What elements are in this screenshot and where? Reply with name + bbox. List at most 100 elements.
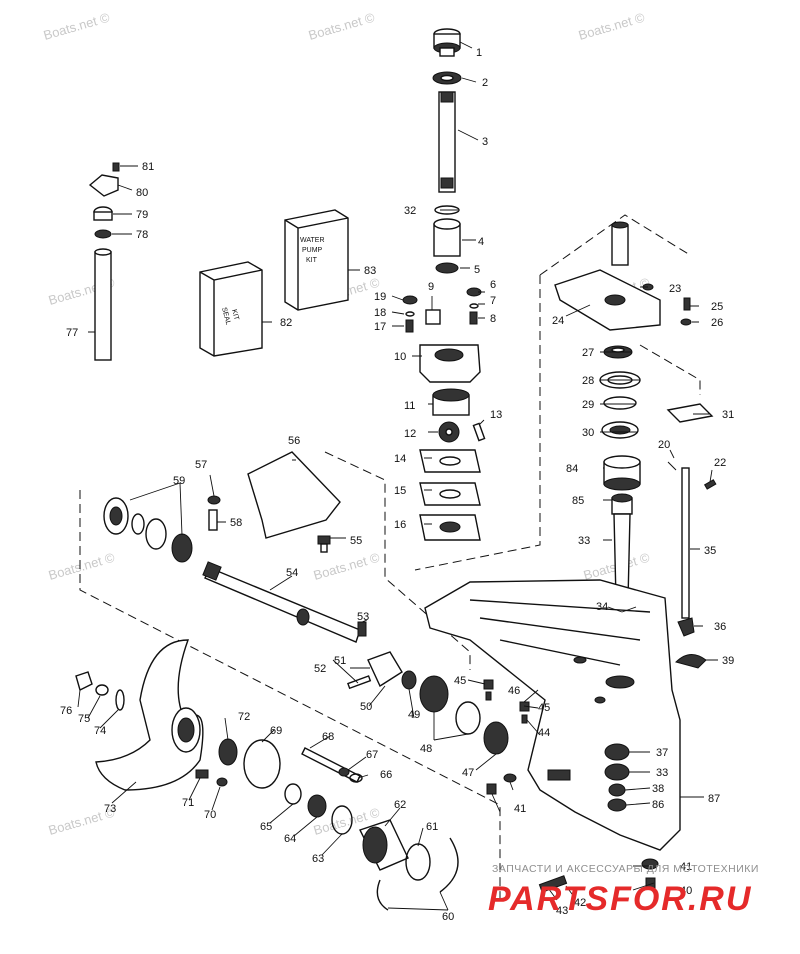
label-part-28: 28	[582, 375, 594, 387]
label-part-65: 65	[260, 821, 272, 833]
label-part-11: 11	[404, 400, 415, 412]
label-part-72: 72	[238, 711, 250, 723]
water-pump-stack	[402, 28, 486, 541]
label-part-25: 25	[711, 301, 723, 313]
label-part-74: 74	[94, 725, 106, 737]
label-part-27: 27	[582, 347, 594, 359]
watermark: Boats.net ©	[577, 10, 647, 43]
label-part-87: 87	[708, 793, 720, 805]
label-part-64: 64	[284, 833, 296, 845]
label-part-56: 56	[288, 435, 300, 447]
label-part-62: 62	[394, 799, 406, 811]
prop-shaft-group	[103, 451, 659, 893]
label-part-70: 70	[204, 809, 216, 821]
label-part-37: 37	[656, 747, 668, 759]
label-part-15: 15	[394, 485, 406, 497]
label-part-79: 79	[136, 209, 148, 221]
label-part-86: 86	[652, 799, 664, 811]
label-part-31: 31	[722, 409, 734, 421]
label-part-67: 67	[366, 749, 378, 761]
seal-kit-line1: SEAL	[220, 307, 231, 326]
label-part-45-right: 45	[538, 702, 550, 714]
label-part-12: 12	[404, 428, 416, 440]
watermark: Boats.net ©	[312, 550, 382, 583]
label-part-77: 77	[66, 327, 78, 339]
label-part-3: 3	[482, 136, 488, 148]
label-part-71: 71	[182, 797, 194, 809]
label-part-20: 20	[658, 439, 670, 451]
label-part-43: 43	[556, 905, 568, 917]
label-part-38: 38	[652, 783, 664, 795]
label-part-22: 22	[714, 457, 726, 469]
branding-subtitle: ЗАПЧАСТИ И АКСЕССУАРЫ ДЛЯ МОТОТЕХНИКИ	[492, 863, 759, 875]
label-part-23: 23	[669, 283, 681, 295]
label-part-30: 30	[582, 427, 594, 439]
shift-shaft-group	[88, 162, 120, 361]
branding-logo: PARTSFOR.RU	[488, 880, 752, 918]
label-part-33-shaft: 33	[578, 535, 590, 547]
seal-kit-box: SEAL KIT	[199, 261, 263, 357]
part-labels: 1 2 3 4 5 6 7 8 9 10 11 12 13 14 15 16 1…	[60, 47, 734, 923]
seal-kit-line2: KIT	[230, 309, 240, 322]
label-part-82: 82	[280, 317, 292, 329]
label-part-76: 76	[60, 705, 72, 717]
label-part-13: 13	[490, 409, 502, 421]
label-part-59: 59	[173, 475, 185, 487]
label-part-75: 75	[78, 713, 90, 725]
label-part-29: 29	[582, 399, 594, 411]
label-part-61: 61	[426, 821, 438, 833]
label-part-36: 36	[714, 621, 726, 633]
water-pump-kit-line1: WATER	[300, 237, 325, 244]
label-part-24: 24	[552, 315, 564, 327]
label-part-66: 66	[380, 769, 392, 781]
label-part-5: 5	[474, 264, 480, 276]
label-part-63: 63	[312, 853, 324, 865]
label-part-10: 10	[394, 351, 406, 363]
label-part-8: 8	[490, 313, 496, 325]
label-part-1: 1	[476, 47, 482, 59]
water-pump-kit-line3: KIT	[306, 257, 318, 264]
label-part-55: 55	[350, 535, 362, 547]
label-part-41-lower: 41	[680, 861, 692, 873]
label-part-78: 78	[136, 229, 148, 241]
label-part-84: 84	[566, 463, 578, 475]
label-part-9: 9	[428, 281, 434, 293]
label-part-7: 7	[490, 295, 496, 307]
label-part-83: 83	[364, 265, 376, 277]
label-part-52: 52	[314, 663, 326, 675]
watermark: Boats.net ©	[307, 10, 377, 43]
propeller-group	[75, 639, 459, 911]
label-part-57: 57	[195, 459, 207, 471]
water-pump-kit-line2: PUMP	[302, 247, 323, 254]
label-part-51: 51	[334, 655, 346, 667]
label-part-48: 48	[420, 743, 432, 755]
label-part-73: 73	[104, 803, 116, 815]
label-part-85: 85	[572, 495, 584, 507]
label-part-34: 34	[596, 601, 608, 613]
label-part-47: 47	[462, 767, 474, 779]
label-part-6: 6	[490, 279, 496, 291]
label-part-40-lower: 40	[680, 885, 692, 897]
label-part-81: 81	[142, 161, 154, 173]
label-part-58: 58	[230, 517, 242, 529]
label-part-49: 49	[408, 709, 420, 721]
label-part-35: 35	[704, 545, 716, 557]
label-part-2: 2	[482, 77, 488, 89]
label-part-42: 42	[574, 897, 586, 909]
label-part-45-left: 45	[454, 675, 466, 687]
label-part-39: 39	[722, 655, 734, 667]
leader-lines	[77, 41, 718, 911]
label-part-46: 46	[508, 685, 520, 697]
label-part-26: 26	[711, 317, 723, 329]
label-part-53: 53	[357, 611, 369, 623]
label-part-14: 14	[394, 453, 406, 465]
label-part-16: 16	[394, 519, 406, 531]
watermark: Boats.net ©	[42, 10, 112, 43]
partsfor-branding: ЗАПЧАСТИ И АКСЕССУАРЫ ДЛЯ МОТОТЕХНИКИ PA…	[488, 863, 759, 918]
label-part-32: 32	[404, 205, 416, 217]
label-part-69: 69	[270, 725, 282, 737]
label-part-17: 17	[374, 321, 386, 333]
watermark: Boats.net ©	[47, 550, 117, 583]
label-part-33-bearing: 33	[656, 767, 668, 779]
